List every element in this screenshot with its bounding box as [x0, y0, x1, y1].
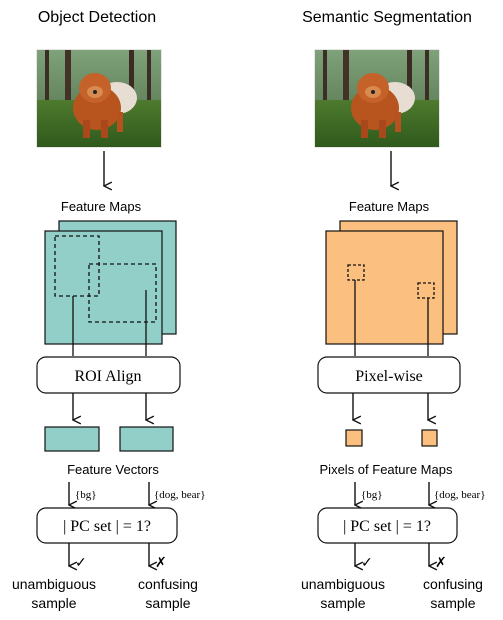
- right-feature-map-front: [325, 230, 444, 345]
- right-dog-photo: [315, 50, 439, 147]
- right-align-box: [317, 356, 461, 394]
- left-roi-box-1: [54, 235, 100, 297]
- left-feature-map-front: [44, 230, 163, 345]
- right-pixel-2: [421, 429, 438, 447]
- left-question-label: | PC set | = 1?: [63, 518, 151, 535]
- left-set-label-bg: {bg}: [75, 489, 97, 501]
- right-outcome-unambiguous-line2: sample: [320, 595, 365, 611]
- left-title: Object Detection: [38, 9, 156, 26]
- left-dog-photo: [37, 50, 161, 147]
- right-pixel-box-2: [417, 282, 435, 299]
- right-pixel-1: [345, 429, 363, 447]
- right-check-icon: ✓: [361, 554, 373, 570]
- left-align-label: ROI Align: [74, 368, 141, 385]
- right-outcome-confusing-line1: confusing: [423, 576, 483, 592]
- left-check-icon: ✓: [75, 554, 87, 570]
- right-cross-icon: ✗: [435, 554, 447, 570]
- right-title: Semantic Segmentation: [302, 9, 472, 26]
- left-roi-box-2: [88, 263, 157, 323]
- left-cross-icon: ✗: [155, 554, 167, 570]
- left-outcome-confusing-line1: confusing: [138, 576, 198, 592]
- left-feature-vector-2: [119, 426, 174, 452]
- right-panel: Semantic Segmentation Feature Maps Pixel…: [301, 9, 486, 611]
- right-outcome-confusing-line2: sample: [430, 595, 475, 611]
- right-outcome-unambiguous-line1: unambiguous: [301, 576, 385, 592]
- right-question-label: | PC set | = 1?: [343, 518, 431, 535]
- left-outcome-unambiguous-line1: unambiguous: [12, 576, 96, 592]
- right-feature-maps-label: Feature Maps: [349, 199, 430, 214]
- right-align-label: Pixel-wise: [355, 368, 423, 385]
- right-question-box: [317, 507, 458, 544]
- left-feature-maps-label: Feature Maps: [61, 199, 142, 214]
- left-question-box: [36, 507, 178, 544]
- left-feature-vector-1: [44, 426, 100, 452]
- left-panel: Object Detection Feature Maps ROI Align …: [12, 9, 206, 611]
- right-set-label-dog-bear: {dog, bear}: [434, 489, 486, 501]
- left-set-label-dog-bear: {dog, bear}: [154, 489, 206, 501]
- right-pixels-label: Pixels of Feature Maps: [320, 462, 453, 477]
- left-align-box: [36, 356, 181, 394]
- left-outcome-confusing-line2: sample: [145, 595, 190, 611]
- right-set-label-bg: {bg}: [361, 489, 383, 501]
- right-pixel-box-1: [347, 264, 365, 281]
- left-outcome-unambiguous-line2: sample: [31, 595, 76, 611]
- left-vectors-label: Feature Vectors: [67, 462, 159, 477]
